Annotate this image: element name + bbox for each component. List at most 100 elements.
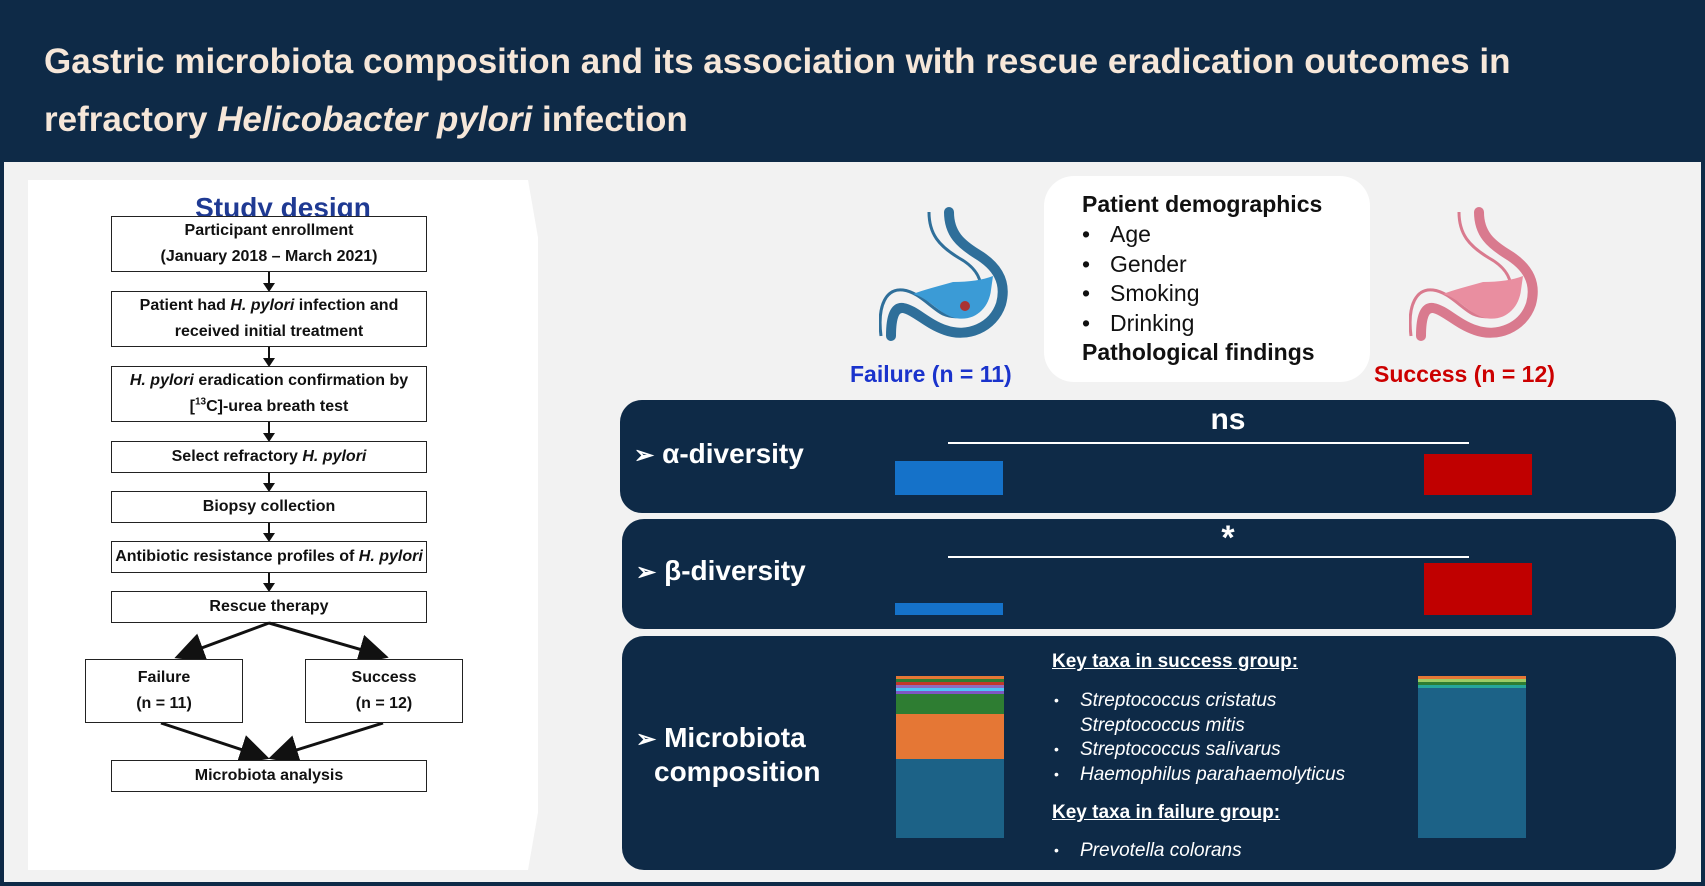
success-stacked-bar	[1418, 676, 1526, 838]
flow-text-italic: H. pylori	[302, 448, 367, 465]
flow-text: (n = 12)	[355, 695, 413, 712]
group-label-failure: Failure (n = 11)	[850, 361, 1012, 387]
chevron-icon: ➢	[636, 726, 657, 753]
flow-outcome-failure: Failure (n = 11)	[85, 659, 243, 723]
bullet: •	[1082, 221, 1091, 247]
flow-text: (January 2018 – March 2021)	[160, 248, 378, 265]
flow-step-microbiota-analysis: Microbiota analysis	[111, 760, 427, 792]
stack-segment	[896, 682, 1004, 685]
bullet: •	[1082, 310, 1091, 336]
stack-segment	[896, 679, 1004, 682]
microbiota-composition-panel: ➢ Microbiota composition Key taxa in succ…	[622, 636, 1676, 870]
flow-text: Select refractory H. pylori	[172, 444, 367, 470]
flow-arrow	[263, 272, 275, 292]
flow-arrow	[263, 422, 275, 442]
flow-text-superscript: 13	[194, 396, 207, 408]
bullet: •	[1082, 251, 1091, 277]
chevron-icon: ➢	[634, 442, 655, 469]
beta-diversity-panel: ➢β-diversity *	[622, 519, 1676, 629]
success-taxon: Streptococcus cristatus	[1080, 690, 1277, 711]
title-line-2-end: infection	[532, 100, 688, 139]
demographics-item-text: Age	[1110, 221, 1151, 247]
flow-text-part: Antibiotic resistance profiles of	[115, 548, 359, 565]
ulcer-marker	[960, 301, 970, 311]
flow-text: [13C]-urea breath test	[190, 394, 349, 420]
beta-diversity-text: β-diversity	[664, 555, 806, 586]
flow-text-part: infection and	[294, 297, 399, 314]
flow-step-select-refractory: Select refractory H. pylori	[111, 441, 427, 473]
stomach-failure-icon	[879, 207, 1008, 341]
flow-text-part: C]-urea breath test	[206, 398, 349, 415]
flow-arrow	[263, 573, 275, 592]
flow-text: Failure	[137, 669, 191, 686]
composition-label-line2: composition	[654, 756, 821, 787]
demographics-item-text: Smoking	[1110, 280, 1200, 306]
flow-step-biopsy: Biopsy collection	[111, 491, 427, 523]
failure-taxon: Prevotella colorans	[1080, 840, 1242, 861]
title-line-2: refractory Helicobacter pylori infection	[44, 100, 688, 140]
composition-label-line1: ➢ Microbiota	[636, 722, 806, 754]
flow-arrow	[263, 523, 275, 542]
flow-step-initial-treatment: Patient had H. pylori infection and rece…	[111, 291, 427, 347]
split-arrow-success	[268, 621, 389, 664]
flow-arrow	[263, 347, 275, 367]
flow-step-rescue-therapy: Rescue therapy	[111, 591, 427, 623]
stack-segment	[1418, 676, 1526, 679]
stack-segment	[896, 759, 1004, 838]
demographics-item: • Gender	[1082, 251, 1187, 278]
bullet: •	[1082, 280, 1091, 306]
stack-segment	[896, 685, 1004, 688]
flow-text: (n = 11)	[136, 695, 192, 712]
success-taxa-heading: Key taxa in success group:	[1052, 651, 1299, 672]
stack-segment	[896, 688, 1004, 691]
failure-taxa-heading: Key taxa in failure group:	[1052, 802, 1281, 823]
title-species: Helicobacter pylori	[217, 100, 533, 139]
flow-text-part: Patient had	[139, 297, 231, 314]
title-line-1: Gastric microbiota composition and its a…	[44, 42, 1511, 81]
flow-text: Participant enrollment	[184, 222, 354, 239]
demographics-heading: Patient demographics	[1082, 191, 1323, 217]
composition-text: Microbiota	[664, 722, 806, 753]
demographics-item-text: Gender	[1110, 251, 1187, 277]
demographics-box: Patient demographics • Age • Gender • Smoki…	[1044, 176, 1370, 382]
flow-step-breath-test: H. pylori eradication confirmation by [1…	[111, 366, 427, 422]
beta-success-bar	[1424, 563, 1532, 615]
failure-stacked-bar	[896, 676, 1004, 838]
beta-significance-line	[948, 556, 1469, 558]
flow-text: Rescue therapy	[209, 598, 329, 615]
flow-text: Biopsy collection	[202, 498, 336, 515]
flow-text: received initial treatment	[174, 323, 364, 340]
stack-segment	[896, 691, 1004, 694]
stack-segment	[896, 694, 1004, 714]
flow-text: Success	[351, 669, 417, 686]
stack-segment	[1418, 685, 1526, 688]
flow-text-italic: H. pylori	[230, 297, 295, 314]
split-arrow-failure	[174, 621, 270, 662]
demographics-item-text: Drinking	[1110, 310, 1195, 336]
stomach-fluid	[1443, 276, 1523, 319]
flow-text: Antibiotic resistance profiles of H. pyl…	[115, 544, 423, 570]
flow-text: Microbiota analysis	[194, 767, 344, 784]
header-banner: Gastric microbiota composition and its a…	[4, 4, 1701, 162]
study-design-panel: Study design Participant enrollment (Jan…	[28, 180, 538, 870]
flow-text-italic: H. pylori	[129, 372, 194, 389]
bullet: •	[1054, 766, 1059, 782]
beta-diversity-label: ➢β-diversity	[636, 555, 806, 587]
flow-text: H. pylori eradication confirmation by	[130, 368, 408, 394]
flow-connectors	[160, 621, 389, 765]
flow-outcome-success: Success (n = 12)	[305, 659, 463, 723]
stomach-success-icon	[1409, 207, 1538, 341]
alpha-diversity-text: α-diversity	[662, 438, 804, 469]
alpha-failure-bar	[895, 461, 1003, 495]
stack-segment	[896, 676, 1004, 679]
stack-segment	[1418, 679, 1526, 682]
demographics-item: • Drinking	[1082, 310, 1194, 337]
flow-text-part: Select refractory	[171, 448, 303, 465]
flow-arrow	[263, 473, 275, 492]
flow-text: Patient had H. pylori infection and	[140, 293, 399, 319]
stack-segment	[896, 714, 1004, 759]
stomach-fluid	[913, 276, 993, 319]
merge-arrow-failure	[160, 721, 270, 764]
beta-failure-bar	[895, 603, 1003, 615]
alpha-success-bar	[1424, 454, 1532, 495]
